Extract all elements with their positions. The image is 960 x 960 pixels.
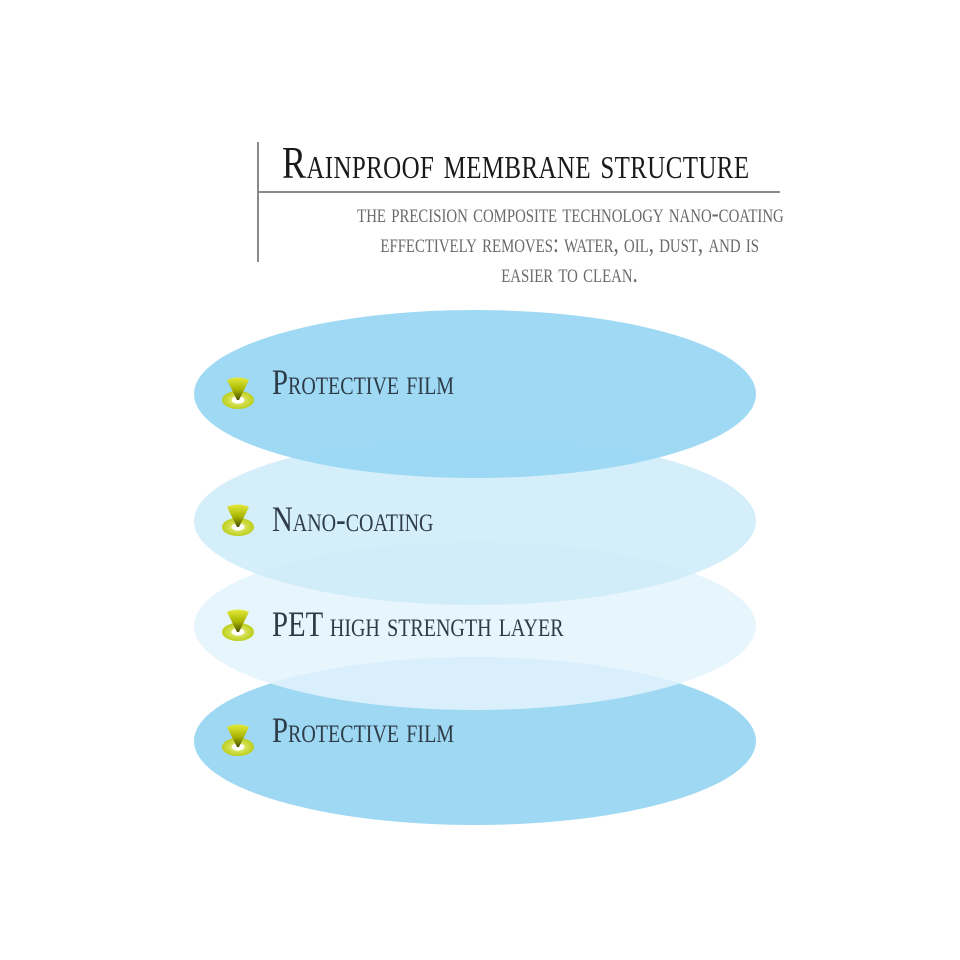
layer-ellipse-1 bbox=[194, 437, 756, 605]
header-vertical-rule bbox=[257, 142, 259, 262]
subtitle-line: effectively removes: water, oil, dust, a… bbox=[380, 228, 760, 258]
layer-ellipse-3 bbox=[194, 657, 756, 825]
subtitle-line: easier to clean. bbox=[501, 258, 639, 288]
layer-ellipse-0 bbox=[194, 310, 756, 478]
header-horizontal-rule bbox=[258, 191, 780, 193]
cone-pin-icon bbox=[222, 609, 254, 641]
subtitle-line: The precision composite technology nano-… bbox=[356, 198, 784, 228]
layer-label-protective-film-top: Protective film bbox=[272, 362, 455, 402]
cone-pin-icon bbox=[222, 724, 254, 756]
layer-label-protective-film-bottom: Protective film bbox=[272, 710, 455, 750]
cone-pin-icon bbox=[222, 377, 254, 409]
layer-label-nano-coating: Nano-coating bbox=[272, 499, 434, 539]
layer-label-pet-layer: PET high strength layer bbox=[272, 604, 564, 644]
cone-pin-icon bbox=[222, 504, 254, 536]
page-title: Rainproof membrane structure bbox=[282, 137, 750, 188]
subtitle: The precision composite technology nano-… bbox=[240, 198, 900, 288]
